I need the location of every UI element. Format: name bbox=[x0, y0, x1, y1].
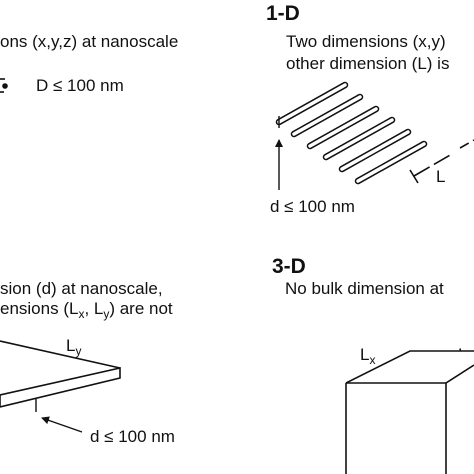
1d-description-line1: Two dimensions (x,y) bbox=[286, 32, 446, 51]
2d-description-line1: sion (d) at nanoscale, bbox=[0, 279, 163, 298]
1d-description-line2: other dimension (L) is bbox=[286, 54, 450, 73]
2d-desc-prefix: ensions (L bbox=[0, 299, 79, 318]
1d-nanowire bbox=[338, 128, 412, 173]
1d-dimension-label: d ≤ 100 nm bbox=[270, 197, 355, 216]
2d-desc-sep: , L bbox=[84, 299, 104, 318]
3d-description: No bulk dimension at bbox=[285, 279, 444, 298]
3d-lx-sub: x bbox=[369, 353, 376, 367]
2d-ly-label: Ly bbox=[66, 336, 81, 357]
0d-particle bbox=[0, 78, 8, 93]
3d-heading: 3-D bbox=[272, 255, 306, 278]
2d-desc-lx-sub: x bbox=[78, 307, 85, 321]
2d-desc-ly-sub: y bbox=[103, 307, 110, 321]
0d-dimension-label: D ≤ 100 nm bbox=[36, 76, 124, 95]
1d-nanowire bbox=[275, 81, 349, 126]
1d-nanowire bbox=[290, 93, 364, 138]
3d-cube bbox=[345, 350, 474, 474]
3d-lx-label: Lx bbox=[360, 345, 375, 366]
2d-desc-suffix: ) are not bbox=[109, 299, 173, 318]
2d-ly-sub: y bbox=[75, 344, 82, 358]
3d-lx-base: L bbox=[360, 345, 370, 364]
1d-nanowire bbox=[354, 140, 428, 185]
2d-thickness-marker bbox=[35, 398, 83, 433]
2d-ly-base: L bbox=[66, 336, 76, 355]
1d-nanowires bbox=[275, 81, 428, 185]
0d-description: ons (x,y,z) at nanoscale bbox=[0, 32, 179, 51]
1d-nanowire bbox=[322, 116, 396, 161]
1d-heading: 1-D bbox=[266, 2, 300, 25]
2d-sheet bbox=[0, 340, 121, 408]
1d-length-marker bbox=[409, 139, 474, 184]
2d-description-line2: ensions (Lx, Ly) are not bbox=[0, 299, 173, 320]
2d-dimension-label: d ≤ 100 nm bbox=[90, 427, 175, 446]
1d-length-label: L bbox=[436, 167, 446, 186]
1d-nanowire bbox=[306, 105, 380, 150]
